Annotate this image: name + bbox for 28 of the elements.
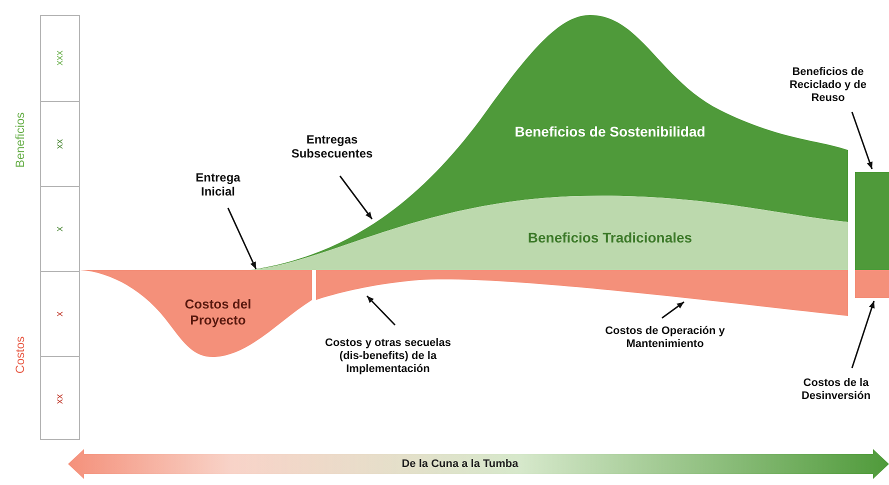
callout-text: Costos de la Desinversión	[786, 376, 886, 404]
leader-line	[851, 112, 873, 170]
benefit-area	[250, 193, 848, 270]
leader-line	[662, 301, 684, 319]
scale-mark: xx	[54, 394, 66, 404]
leader-line	[227, 208, 257, 270]
callout-text: Costos y otras secuelas (dis-benefits) de la Implementación	[322, 337, 454, 377]
callout-text: Entregas Subsecuentes	[277, 132, 387, 162]
cost-bar	[855, 270, 889, 298]
cost-band	[316, 270, 848, 316]
scale-mark: x	[54, 312, 66, 316]
benefit-bar	[855, 172, 889, 270]
scale-mark: x	[54, 226, 66, 232]
area-label: Beneficios Tradicionales	[526, 230, 694, 246]
leader-line	[339, 176, 373, 220]
area-label: Costos del Proyecto	[184, 296, 252, 328]
axis-label: Beneficios	[13, 112, 27, 168]
callout-text: Beneficios de Reciclado y de Reuso	[772, 66, 884, 106]
scale-mark: xxx	[54, 50, 66, 66]
callout-text: Costos de Operación y Mantenimiento	[592, 324, 738, 352]
leader-line	[366, 295, 396, 326]
axis-label: Costos	[13, 336, 27, 374]
cost-area	[80, 270, 312, 358]
area-label: Beneficios de Sostenibilidad	[514, 124, 706, 140]
leader-line	[851, 300, 875, 368]
callout-text: Entrega Inicial	[180, 170, 256, 200]
scale-mark: xx	[54, 139, 66, 149]
timeline-label: De la Cuna a la Tumba	[402, 458, 518, 470]
